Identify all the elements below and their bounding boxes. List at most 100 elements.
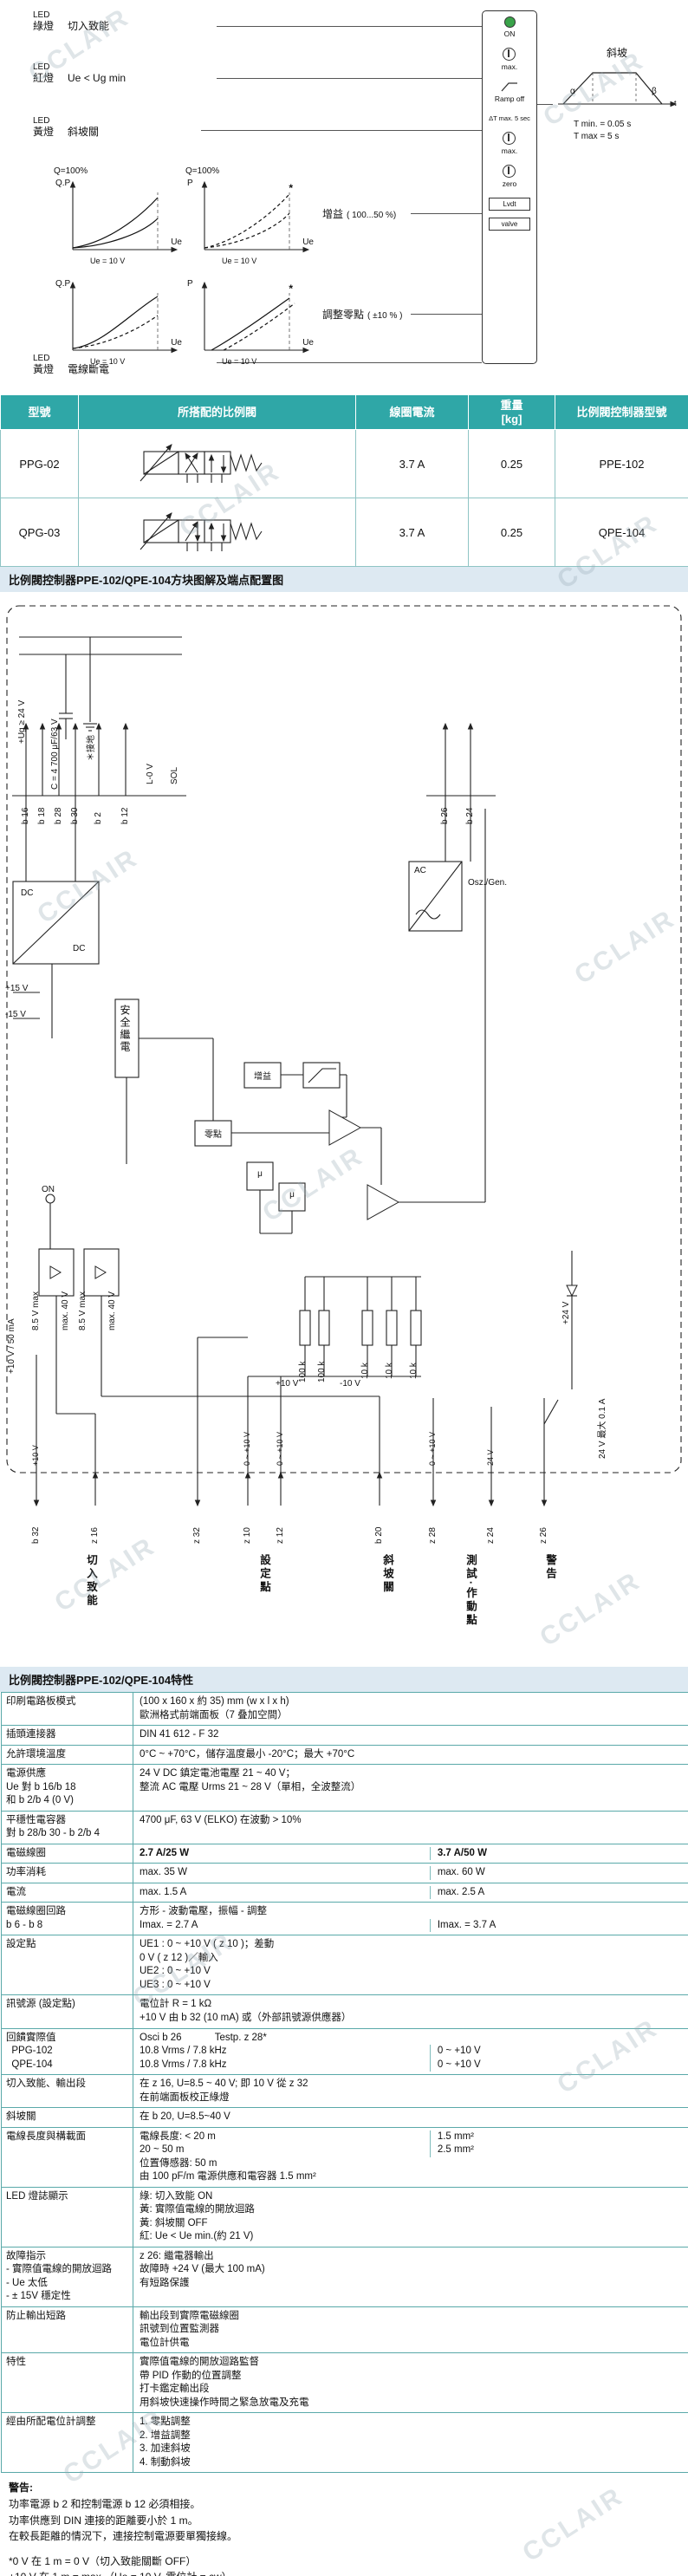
safety-relay-label: 安全繼電 bbox=[119, 1005, 131, 1054]
zero-range: ( ±10 % ) bbox=[367, 311, 403, 321]
spec-label: 電流 bbox=[2, 1883, 133, 1903]
spec-label: 斜坡關 bbox=[2, 2108, 133, 2127]
input-voltage-label: 8.5 V max bbox=[31, 1291, 41, 1331]
warning-line: 功率供應到 DIN 連接的距離要小於 1 m。 bbox=[9, 2514, 198, 2527]
connector-line bbox=[411, 213, 482, 214]
terminal-label: b 28 bbox=[54, 807, 63, 825]
dc-label: DC bbox=[21, 888, 34, 899]
spec-row: 特性實際值電線的開放迴路監督帶 PID 作動的位置調整打卡鑑定輸出段用斜坡快速操… bbox=[2, 2353, 688, 2414]
relay-rating-label: 24 V 最大 0.1 A bbox=[598, 1398, 607, 1460]
panel-label: max. bbox=[501, 62, 518, 71]
spec-row: 斜坡關在 b 20, U=8.5~40 V bbox=[2, 2108, 688, 2128]
spec-value: 實際值電線的開放迴路監督帶 PID 作動的位置調整打卡鑑定輸出段用斜坡快速操作時… bbox=[140, 2357, 309, 2408]
opto-inputs bbox=[38, 1194, 380, 1473]
warning-note: +10 V 在 1 m = max.（Ue = 10 V, 電位計 = cw） bbox=[9, 2569, 679, 2576]
input-voltage-label: 8.5 V max bbox=[78, 1291, 88, 1331]
panel-ramp-time: ΔT max. 5 sec bbox=[489, 113, 530, 122]
resistor-label: 10 k bbox=[409, 1363, 419, 1380]
weight-cell: 0.25 bbox=[468, 498, 555, 568]
gain-block-label: 增益 bbox=[254, 1072, 271, 1083]
ramp-diagram: 斜坡 α β t T min. = 0.05 s T max = 5 s bbox=[551, 45, 683, 158]
spec-label: 防止輸出短路 bbox=[2, 2306, 133, 2353]
transfer-curve-graph: Q=100% P Ue Ue = 10 V * bbox=[185, 166, 315, 267]
spec-row: 訊號源 (設定點)電位計 R = 1 kΩ+10 V 由 b 32 (10 mA… bbox=[2, 1995, 688, 2029]
led-color-label: 綠燈 bbox=[33, 19, 55, 32]
terminal-label: z 16 bbox=[90, 1527, 100, 1545]
lvdt-connector: Lvdt bbox=[489, 198, 530, 211]
connector-line bbox=[411, 314, 482, 315]
valve-symbol bbox=[140, 443, 262, 483]
panel-label: zero bbox=[502, 179, 517, 188]
minus15-label: -15 V bbox=[5, 1010, 26, 1020]
spec-value: 輸出段到實際電磁線圈訊號到位置監測器電位計供電 bbox=[140, 2310, 239, 2348]
ramp-icon bbox=[501, 82, 517, 92]
panel-pot-max: max. bbox=[502, 48, 517, 71]
supply10-label: +10 V / 50 mA bbox=[7, 1318, 16, 1375]
coil-current-cell: 3.7 A bbox=[355, 498, 469, 568]
beta-label: β bbox=[652, 87, 657, 96]
spec-value: 在 b 20, U=8.5~40 V bbox=[140, 2111, 230, 2123]
graph-star: * bbox=[289, 182, 293, 194]
signal-path bbox=[194, 809, 486, 1234]
capacitor-label: C = 4 700 μF/63 V bbox=[50, 719, 60, 790]
ramp-title: 斜坡 bbox=[606, 47, 627, 59]
terminal-signal-label: 0 ~ +10 V bbox=[276, 1432, 284, 1467]
spec-label: 印刷電路板模式 bbox=[2, 1693, 133, 1726]
green-led-icon bbox=[503, 16, 516, 28]
panel-label: Ramp off bbox=[494, 94, 525, 103]
terminal-group-caption: 設定點 bbox=[258, 1554, 270, 1595]
terminal-label: z 10 bbox=[243, 1527, 252, 1545]
model-table: 型號 所搭配的比例閥 線圈電流 重量[kg] 比例閥控制器型號 PPG-02 bbox=[0, 394, 688, 568]
graph-note: Ue = 10 V bbox=[222, 357, 257, 366]
panel-led-on: ON bbox=[503, 16, 516, 38]
time-axis-label: t bbox=[674, 99, 677, 107]
ground-label: ＊接地 bbox=[87, 735, 96, 762]
plus15-label: +15 V bbox=[5, 984, 29, 994]
connector-line bbox=[217, 78, 482, 79]
spec-value: 24 V DC 鎮定電池電壓 21 ~ 40 V；整流 AC 電壓 Urms 2… bbox=[140, 1768, 361, 1792]
graph-star: * bbox=[289, 283, 293, 295]
graph-x-axis-label: Ue bbox=[171, 237, 182, 247]
spec-value: z 26: 繼電器輸出故障時 +24 V (最大 100 mA)有短路保護 bbox=[140, 2250, 265, 2288]
input-voltage-label: max. 40 V bbox=[61, 1291, 70, 1331]
led-tag: LED bbox=[33, 10, 50, 20]
terminal-label: b 2 bbox=[94, 812, 103, 825]
valve-symbol-cell bbox=[78, 498, 356, 568]
terminal-group-caption: 切入致能 bbox=[85, 1554, 97, 1609]
spec-label: 回饋實際值 PPG-102 QPE-104 bbox=[2, 2028, 133, 2075]
resistor-label: 100 k bbox=[317, 1361, 327, 1383]
alpha-label: α bbox=[570, 87, 575, 96]
terminal-label: z 32 bbox=[192, 1527, 202, 1545]
graph-note: Ue = 10 V bbox=[90, 357, 126, 366]
oscillator-generator bbox=[408, 796, 471, 932]
gain-range: ( 100...50 %) bbox=[347, 211, 397, 220]
connector-line bbox=[201, 130, 482, 131]
plus10-label: +10 V bbox=[276, 1379, 299, 1389]
diagram-title: 比例閥控制器PPE-102/QPE-104方块图解及端点配置图 bbox=[0, 567, 688, 593]
terminal-label: z 24 bbox=[486, 1527, 496, 1545]
sol-label: SOL bbox=[170, 767, 179, 785]
table-row: PPG-02 3.7 A 0 bbox=[0, 429, 688, 499]
setpoint-network bbox=[36, 1276, 434, 1473]
led-tag: LED bbox=[33, 116, 50, 126]
dc-label: DC bbox=[73, 944, 86, 954]
transfer-curve-graph: P Ue Ue = 10 V * bbox=[185, 270, 315, 368]
led-function-label: 電線斷電 bbox=[68, 362, 110, 375]
transfer-curve-graph: Q=100% Q.P Ue Ue = 10 V bbox=[54, 166, 184, 267]
terminal-signal-label: 0 ~ +10 V bbox=[428, 1432, 437, 1467]
spec-label: 切入致能、輸出段 bbox=[2, 2075, 133, 2108]
valve-connector: valve bbox=[489, 218, 530, 231]
